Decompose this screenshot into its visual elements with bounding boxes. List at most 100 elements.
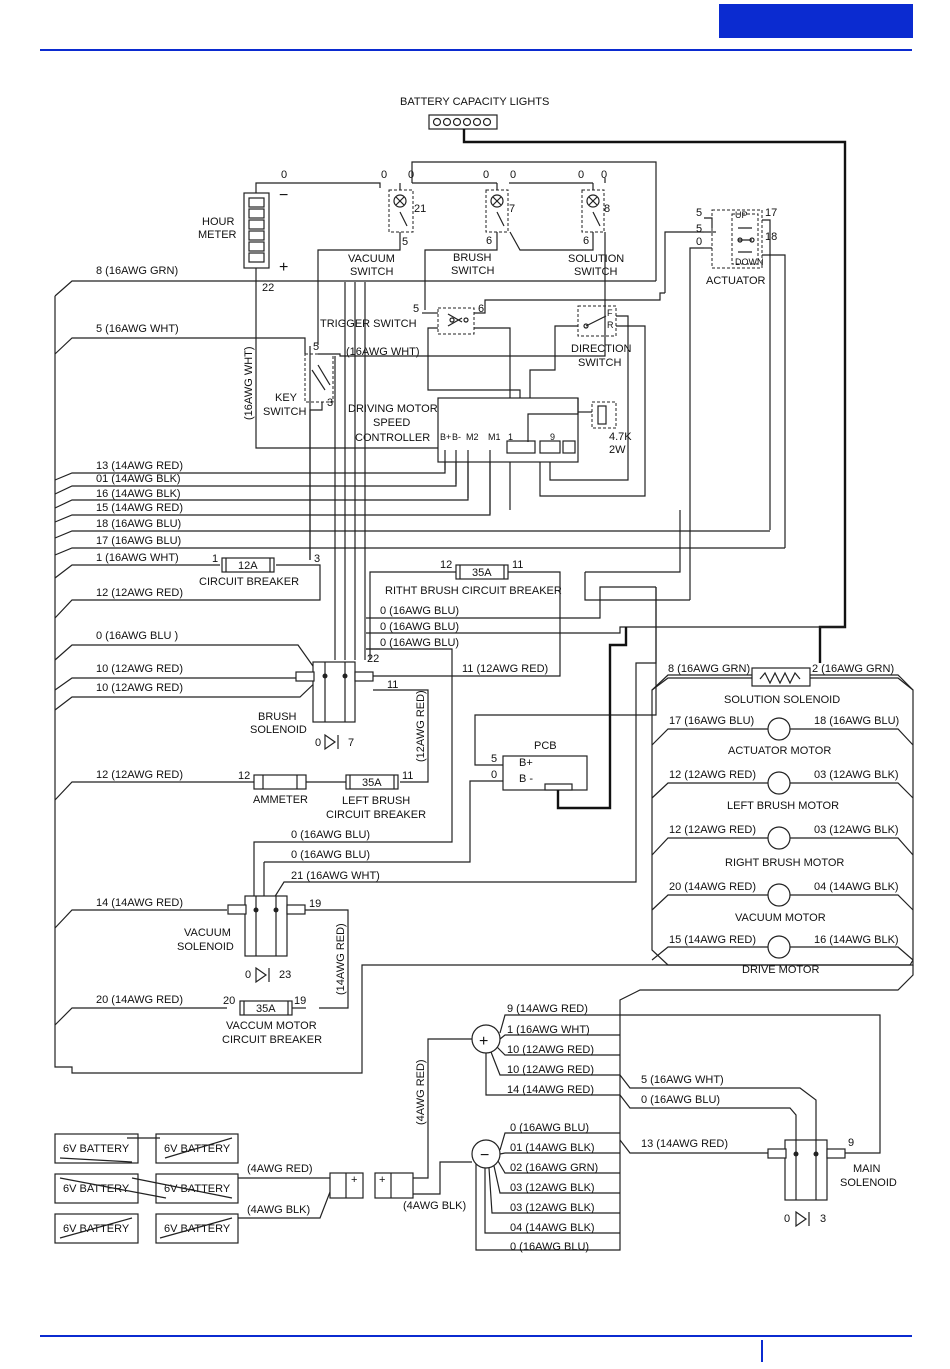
battery-capacity-lights-label: BATTERY CAPACITY LIGHTS (400, 96, 549, 108)
controller-label-3: CONTROLLER (355, 432, 430, 444)
actuator-pin-5b: 5 (696, 223, 702, 235)
pcb-bplus: B+ (519, 757, 533, 769)
vaccum-cb-label-2: CIRCUIT BREAKER (222, 1034, 322, 1046)
motor-wire-right: 16 (14AWG BLK) (814, 934, 899, 946)
trigger-switch-pin-6: 6 (478, 303, 484, 315)
direction-switch-label-2: SWITCH (578, 357, 621, 369)
right-brush-motor (767, 826, 791, 850)
plus-bus-wire: 10 (12AWG RED) (507, 1044, 594, 1056)
solution-switch-pin-8: 8 (604, 203, 610, 215)
vaccum-cb-pin-20: 20 (223, 995, 235, 1007)
right-brush-cb-pin-11: 11 (512, 559, 523, 571)
plus-bus-wire: 14 (14AWG RED) (507, 1084, 594, 1096)
actuator-pin-18: 18 (765, 231, 777, 243)
motor-wire-left: 15 (14AWG RED) (669, 934, 756, 946)
potentiometer (591, 401, 617, 429)
battery-connector-left (329, 1172, 364, 1199)
key-switch (304, 353, 334, 403)
wire-14awg-red-vertical: (14AWG RED) (335, 923, 347, 995)
direction-switch (577, 305, 617, 337)
controller-label-1: DRIVING MOTOR (348, 403, 438, 415)
hour-meter-minus: − (279, 187, 288, 204)
vaccum-cb-pin-19: 19 (294, 995, 306, 1007)
actuator-motor (767, 717, 791, 741)
wire-11-12awg-red: 11 (12AWG RED) (462, 663, 548, 675)
left-wire-label: 10 (12AWG RED) (96, 663, 183, 675)
wire-16awg-wht-horizontal: (16AWG WHT) (346, 346, 420, 358)
motor-wire-left: 8 (16AWG GRN) (668, 663, 750, 675)
brush-switch-pin-7: 7 (509, 203, 515, 215)
actuator-pin-17: 17 (765, 207, 777, 219)
main-solenoid-pin-9: 9 (848, 1137, 854, 1149)
left-wire-label: 20 (14AWG RED) (96, 994, 183, 1006)
brush-solenoid-pin-7: 7 (348, 737, 354, 749)
key-switch-label: KEY (275, 392, 298, 404)
motor-wire-left: 17 (16AWG BLU) (669, 715, 754, 727)
actuator-pin-5a: 5 (696, 207, 702, 219)
vacuum-solenoid-pin-23: 23 (279, 969, 291, 981)
vaccum-cb-value: 35A (256, 1003, 276, 1015)
motor-wire-left: 12 (12AWG RED) (669, 769, 756, 781)
minus-bus-wire: 04 (14AWG BLK) (510, 1222, 595, 1234)
battery-capacity-lights (428, 114, 498, 130)
wire-blu-d: 0 (16AWG BLU) (291, 829, 370, 841)
vacuum-switch-label: VACUUM (348, 253, 395, 265)
solution-switch-pin-6: 6 (583, 235, 589, 247)
solution-switch (581, 189, 605, 233)
cb-12a-value: 12A (238, 560, 258, 572)
vacuum-motor (767, 883, 791, 907)
solution-switch-pin-0b: 0 (601, 169, 607, 181)
battery-label: 6V BATTERY (164, 1223, 231, 1235)
direction-switch-label: DIRECTION (571, 343, 632, 355)
motor-wire-left: 20 (14AWG RED) (669, 881, 756, 893)
brush-solenoid-label-2: SOLENOID (250, 724, 307, 736)
circuit-breaker-12a (221, 557, 275, 573)
left-brush-circuit-breaker (345, 774, 399, 790)
hour-meter-label: HOUR (202, 216, 234, 228)
main-solenoid-pin-0: 0 (784, 1213, 790, 1225)
motor-wire-right: 18 (16AWG BLU) (814, 715, 899, 727)
hour-meter-pin-22: 22 (262, 282, 274, 294)
battery-label: 6V BATTERY (63, 1223, 130, 1235)
left-brush-cb-label: LEFT BRUSH (342, 795, 410, 807)
plus-bus-wire: 1 (16AWG WHT) (507, 1024, 590, 1036)
battery-label: 6V BATTERY (63, 1143, 130, 1155)
positive-bus-sign: + (479, 1033, 488, 1050)
key-switch-pin-5: 5 (313, 341, 319, 353)
cb-12a-label: CIRCUIT BREAKER (199, 576, 299, 588)
left-wire-label: 18 (16AWG BLU) (96, 518, 181, 530)
solution-switch-label-2: SWITCH (574, 266, 617, 278)
left-wire-label: 16 (14AWG BLK) (96, 488, 181, 500)
main-sol-wire: 0 (16AWG BLU) (641, 1094, 720, 1106)
motor-wire-left: 12 (12AWG RED) (669, 824, 756, 836)
left-brush-cb-label-2: CIRCUIT BREAKER (326, 809, 426, 821)
left-wire-label: 13 (14AWG RED) (96, 460, 183, 472)
battery-label: 6V BATTERY (164, 1143, 231, 1155)
left-wire-label: 8 (16AWG GRN) (96, 265, 178, 277)
right-brush-cb-label: RITHT BRUSH CIRCUIT BREAKER (385, 585, 562, 597)
actuator-pin-0: 0 (696, 236, 702, 248)
motor-wire-right: 2 (16AWG GRN) (812, 663, 894, 675)
wire-blu-e: 0 (16AWG BLU) (291, 849, 370, 861)
minus-bus-wire: 01 (14AWG BLK) (510, 1142, 595, 1154)
controller-term-bplus: B+ (440, 432, 451, 442)
wire-wht-21: 21 (16AWG WHT) (291, 870, 380, 882)
pcb-pin-0: 0 (491, 769, 497, 781)
battery-4 (155, 1173, 239, 1204)
controller-term-m1: M1 (488, 432, 501, 442)
minus-bus-wire: 03 (12AWG BLK) (510, 1182, 595, 1194)
left-wire-label: 5 (16AWG WHT) (96, 323, 179, 335)
left-brush-motor-label: LEFT BRUSH MOTOR (727, 800, 839, 812)
plus-bus-wire: 9 (14AWG RED) (507, 1003, 588, 1015)
minus-bus-wire: 02 (16AWG GRN) (510, 1162, 598, 1174)
vacuum-switch-pin-5: 5 (402, 236, 408, 248)
hour-meter (243, 192, 270, 269)
solution-solenoid-label: SOLUTION SOLENOID (724, 694, 840, 706)
pcb-label: PCB (534, 740, 557, 752)
left-wire-label: 01 (14AWG BLK) (96, 473, 181, 485)
wire-16awg-wht-vertical: (16AWG WHT) (243, 346, 255, 420)
vaccum-cb-label: VACCUM MOTOR (226, 1020, 317, 1032)
ammeter-pin-12: 12 (238, 770, 250, 782)
left-wire-label: 1 (16AWG WHT) (96, 552, 179, 564)
